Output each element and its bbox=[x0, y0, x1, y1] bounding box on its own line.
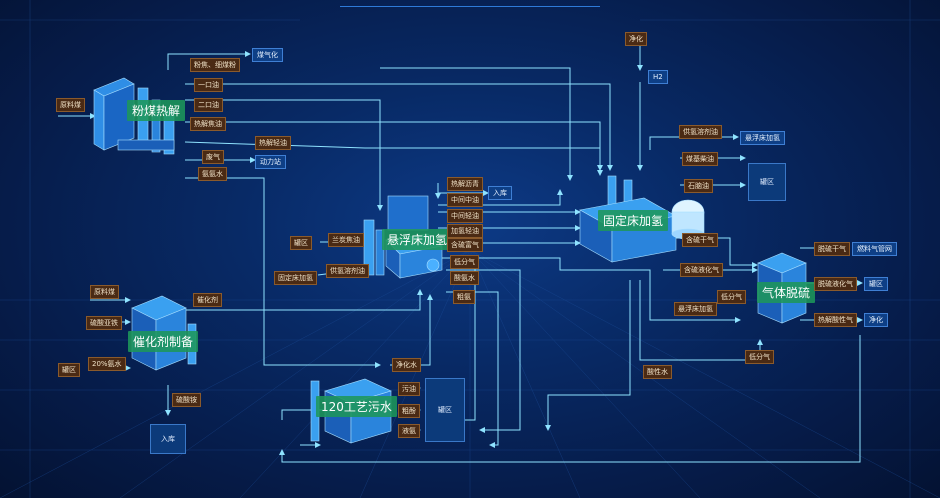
unit-wastewater: 120工艺污水 bbox=[316, 396, 397, 417]
unit-suspended-bed: 悬浮床加氢 bbox=[382, 229, 453, 250]
tag-tank-b: 罐区 bbox=[58, 363, 80, 377]
tag-oil-2: 二口油 bbox=[194, 98, 223, 112]
tag-catalyst-agent: 催化剂 bbox=[193, 293, 222, 307]
tag-pyro-tar: 热解焦油 bbox=[190, 117, 226, 131]
tag-desulf-dry: 脱硫干气 bbox=[814, 242, 850, 256]
tag-tank-a: 罐区 bbox=[290, 236, 312, 250]
tag-naphtha: 石脑油 bbox=[684, 179, 713, 193]
store-ammonium-label: 入库 bbox=[161, 435, 175, 443]
tag-raw-coal: 原料煤 bbox=[56, 98, 85, 112]
box-clean[interactable]: 净化 bbox=[864, 313, 888, 327]
box-susp-hydro[interactable]: 悬浮床加氢 bbox=[740, 131, 785, 145]
box-power-station[interactable]: 动力站 bbox=[255, 155, 286, 169]
tag-hydro-light: 加氢轻油 bbox=[447, 224, 483, 238]
tag-pyro-acid: 热解酸性气 bbox=[814, 313, 857, 327]
box-tank-d[interactable]: 罐区 bbox=[864, 277, 888, 291]
tag-ammonia-20: 20%氨水 bbox=[88, 357, 126, 371]
tag-sulfur-gas: 含硫富气 bbox=[447, 238, 483, 252]
tag-pyro-asphalt: 热解沥青 bbox=[447, 177, 483, 191]
tank-wastewater-label: 罐区 bbox=[438, 406, 452, 414]
top-header-bar bbox=[340, 0, 600, 7]
tag-mid-dirty: 中间中油 bbox=[447, 193, 483, 207]
tag-crude-ammonia: 粗氨 bbox=[453, 290, 475, 304]
tag-sour-water: 酸性水 bbox=[643, 365, 672, 379]
tag-ferrous-sulfate: 硫酸亚铁 bbox=[86, 316, 122, 330]
box-fuel-gas[interactable]: 燃料气管网 bbox=[852, 242, 897, 256]
tag-desulf-lpg: 脱硫液化气 bbox=[814, 277, 857, 291]
tag-clean-top: 净化 bbox=[625, 32, 647, 46]
tag-low-gas-3: 低分气 bbox=[745, 350, 774, 364]
tank-fixed-bed-label: 罐区 bbox=[760, 178, 774, 186]
tag-raw-coal-2: 原料煤 bbox=[90, 285, 119, 299]
tag-liquid-ammonia: 液氨 bbox=[398, 424, 420, 438]
tag-ammonia-water: 氨氨水 bbox=[198, 167, 227, 181]
suspended-bed-plant-icon bbox=[363, 195, 443, 279]
tag-low-gas-2: 低分气 bbox=[717, 290, 746, 304]
tag-pyro-light: 热解轻油 bbox=[255, 136, 291, 150]
tag-sludge-oil: 污油 bbox=[398, 382, 420, 396]
box-h2[interactable]: H2 bbox=[648, 70, 668, 84]
tag-susp-hydro: 悬浮床加氢 bbox=[674, 302, 717, 316]
tag-coke-fines: 粉焦、细煤粉 bbox=[190, 58, 240, 72]
tag-acid-water: 酸氨水 bbox=[450, 271, 479, 285]
box-coal-gasify[interactable]: 煤气化 bbox=[252, 48, 283, 62]
unit-catalyst: 催化剂制备 bbox=[128, 331, 199, 352]
tag-crude-phenol: 粗酚 bbox=[398, 404, 420, 418]
tag-fixed-bed-hydro: 固定床加氢 bbox=[274, 271, 317, 285]
tag-sour-dry-gas: 含硫干气 bbox=[682, 233, 718, 247]
tag-hydro-solvent: 供氢溶剂油 bbox=[326, 264, 369, 278]
tag-coal-oil: 煤基柴油 bbox=[682, 152, 718, 166]
tank-fixed-bed[interactable]: 罐区 bbox=[748, 163, 786, 201]
unit-gas-desulf: 气体脱硫 bbox=[757, 282, 816, 303]
tag-clean-water: 净化水 bbox=[392, 358, 421, 372]
tag-h2-donor: 供氢溶剂油 bbox=[679, 125, 722, 139]
tag-ammonium-sulfate: 硫酸铵 bbox=[172, 393, 201, 407]
tag-waste-gas: 废气 bbox=[202, 150, 224, 164]
store-ammonium[interactable]: 入库 bbox=[150, 424, 186, 454]
tag-mid-light: 中间轻油 bbox=[447, 209, 483, 223]
tag-oil-1: 一口油 bbox=[194, 78, 223, 92]
box-store[interactable]: 入库 bbox=[488, 186, 512, 200]
tag-low-gas: 低分气 bbox=[450, 255, 479, 269]
unit-coal-pyrolysis: 粉煤热解 bbox=[127, 100, 186, 121]
tag-sour-lpg: 含硫液化气 bbox=[680, 263, 723, 277]
unit-fixed-bed: 固定床加氢 bbox=[598, 210, 669, 231]
tank-wastewater[interactable]: 罐区 bbox=[425, 378, 465, 442]
tag-semi-coke-oil: 兰炭焦油 bbox=[328, 233, 364, 247]
